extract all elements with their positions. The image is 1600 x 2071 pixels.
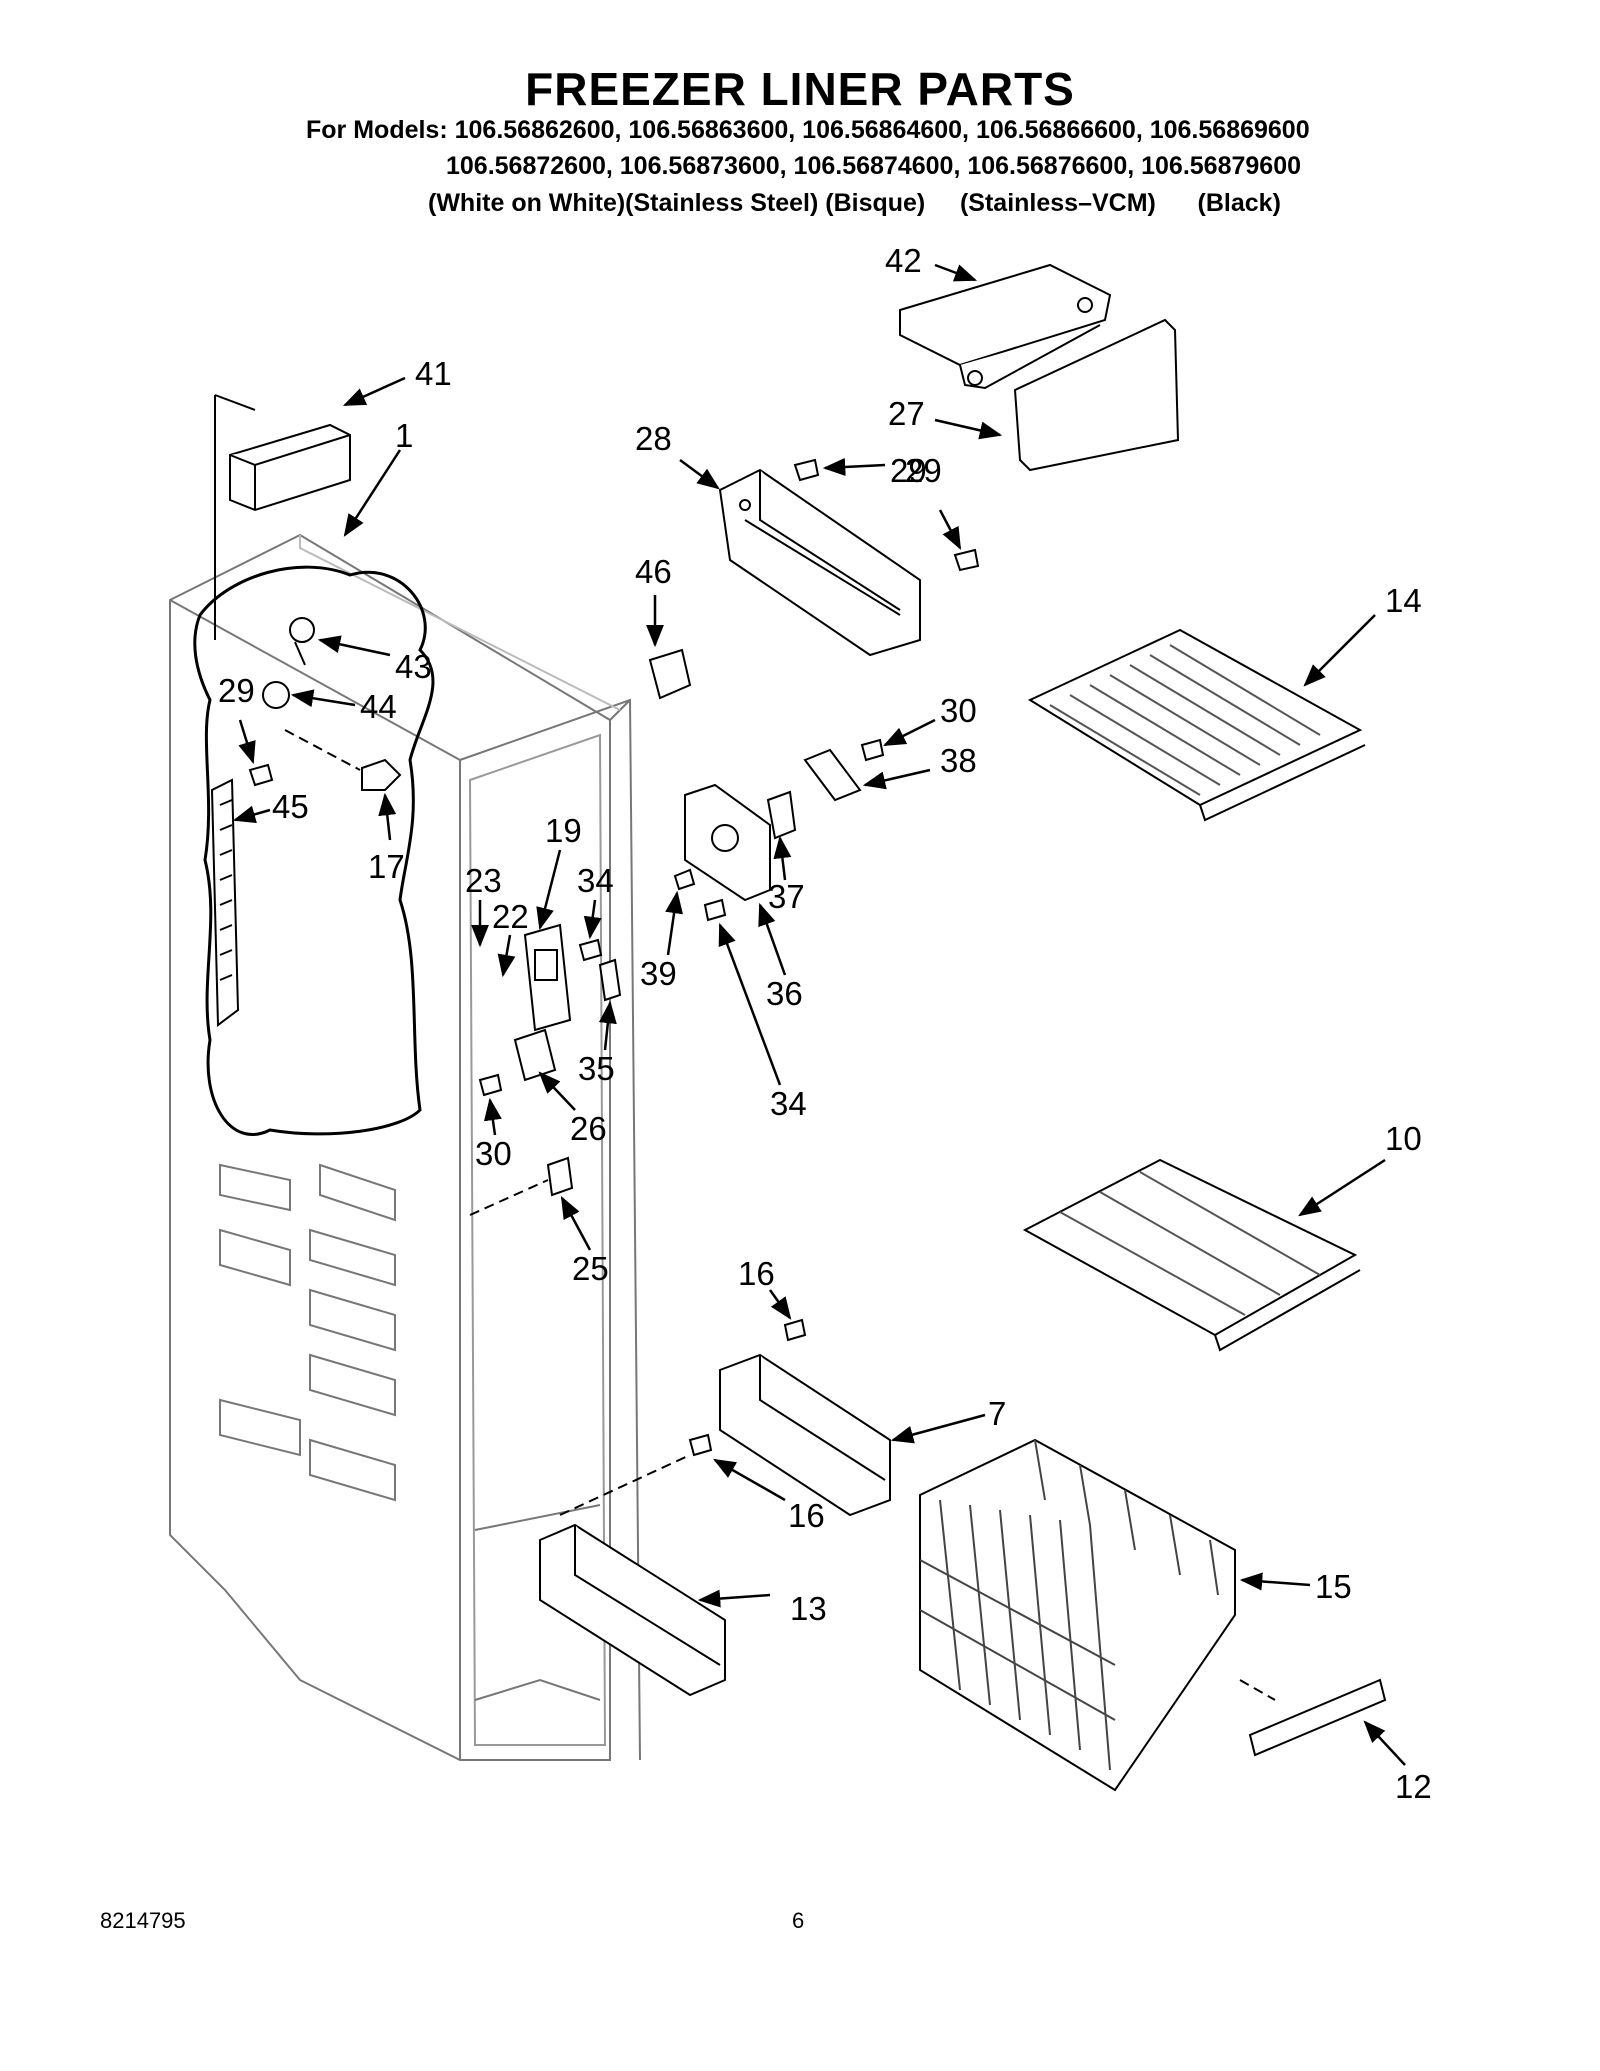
- callout-10: 10: [1385, 1120, 1422, 1157]
- callout-17: 17: [368, 848, 405, 885]
- page-number: 6: [792, 1908, 805, 1933]
- callout-44: 44: [360, 688, 397, 725]
- part-16-screw-top: [783, 1318, 807, 1342]
- page-title: FREEZER LINER PARTS: [525, 63, 1075, 115]
- models-line-2: 106.56872600, 106.56873600, 106.56874600…: [446, 152, 1302, 180]
- part-control-housing: [684, 783, 771, 902]
- part-37-bracket: [766, 790, 797, 840]
- part-41-cover: [229, 423, 351, 512]
- part-19-housing: [523, 923, 572, 1032]
- part-17-clip: [361, 758, 402, 791]
- document-number: 8214795: [100, 1908, 186, 1933]
- part-7-bracket: [719, 1353, 891, 1517]
- callout-45: 45: [272, 788, 309, 825]
- part-42-hinge: [899, 263, 1112, 390]
- callout-29-top: 29: [890, 452, 927, 489]
- part-27-panel: [1013, 318, 1180, 472]
- callout-46: 46: [635, 553, 672, 590]
- freezer-liner-cabinet: [169, 533, 641, 1761]
- part-30-screw-left: [478, 1073, 503, 1097]
- part-45-rail: [210, 778, 240, 1027]
- callout-12: 12: [1395, 1768, 1432, 1805]
- callout-41: 41: [415, 355, 452, 392]
- callout-7: 7: [988, 1395, 1006, 1432]
- models-line-1: For Models: 106.56862600, 106.56863600, …: [306, 116, 1310, 144]
- callout-14: 14: [1385, 582, 1422, 619]
- cabinet-vent-panels: [219, 1163, 396, 1502]
- part-38-board: [803, 748, 862, 802]
- callout-16-bottom: 16: [788, 1497, 825, 1534]
- part-29-screw-top: [793, 458, 820, 482]
- part-34-screw-mid: [703, 898, 727, 922]
- part-43-fitting: [289, 617, 315, 666]
- callout-1: 1: [395, 417, 413, 454]
- callout-43: 43: [395, 648, 432, 685]
- callout-34-mid: 34: [770, 1085, 807, 1122]
- callout-23: 23: [465, 862, 502, 899]
- part-16-screw-bottom: [688, 1433, 713, 1457]
- callout-29-left: 29: [218, 672, 255, 709]
- callout-37: 37: [768, 878, 805, 915]
- part-28-housing: [718, 468, 921, 657]
- callout-35: 35: [578, 1050, 615, 1087]
- part-29-screw-left: [248, 763, 274, 787]
- callout-30-right: 30: [940, 692, 977, 729]
- models-line-3: (White on White)(Stainless Steel) (Bisqu…: [428, 189, 1281, 217]
- part-46-clip: [648, 648, 692, 700]
- part-39-knob: [673, 868, 696, 891]
- callout-25: 25: [572, 1250, 609, 1287]
- callout-19: 19: [545, 812, 582, 849]
- callout-13: 13: [790, 1590, 827, 1627]
- callout-15: 15: [1315, 1568, 1352, 1605]
- callout-42: 42: [885, 242, 922, 279]
- part-15-basket: [919, 1438, 1236, 1792]
- part-35-cover: [598, 958, 622, 1002]
- callout-26: 26: [570, 1110, 607, 1147]
- callout-16-top: 16: [738, 1255, 775, 1292]
- callout-leaders: [232, 263, 1406, 1766]
- part-14-shelf: [1027, 628, 1366, 822]
- liner-cutaway-outline: [193, 565, 435, 1136]
- callout-29-right: 29: [905, 452, 942, 489]
- callout-38: 38: [940, 742, 977, 779]
- callout-39: 39: [640, 955, 677, 992]
- callout-numbers: 42 41 1 27 28 29 29 46 14 43 29 44 30 38…: [218, 242, 1432, 1805]
- part-26-board: [513, 1028, 557, 1082]
- part-10-shelf: [1022, 1158, 1361, 1352]
- part-44-plug: [262, 681, 290, 709]
- part-29-screw-right: [953, 548, 980, 572]
- callout-36: 36: [766, 975, 803, 1012]
- callout-27: 27: [888, 395, 925, 432]
- part-13-bracket: [539, 1523, 726, 1697]
- part-25-switch: [546, 1156, 574, 1197]
- part-12-rail: [1248, 1678, 1387, 1757]
- callout-28: 28: [635, 420, 672, 457]
- callout-22: 22: [492, 898, 529, 935]
- callout-30-left: 30: [475, 1135, 512, 1172]
- part-34-screw-left: [578, 938, 603, 962]
- callout-34-left: 34: [577, 862, 614, 899]
- part-30-screw-right: [860, 738, 885, 762]
